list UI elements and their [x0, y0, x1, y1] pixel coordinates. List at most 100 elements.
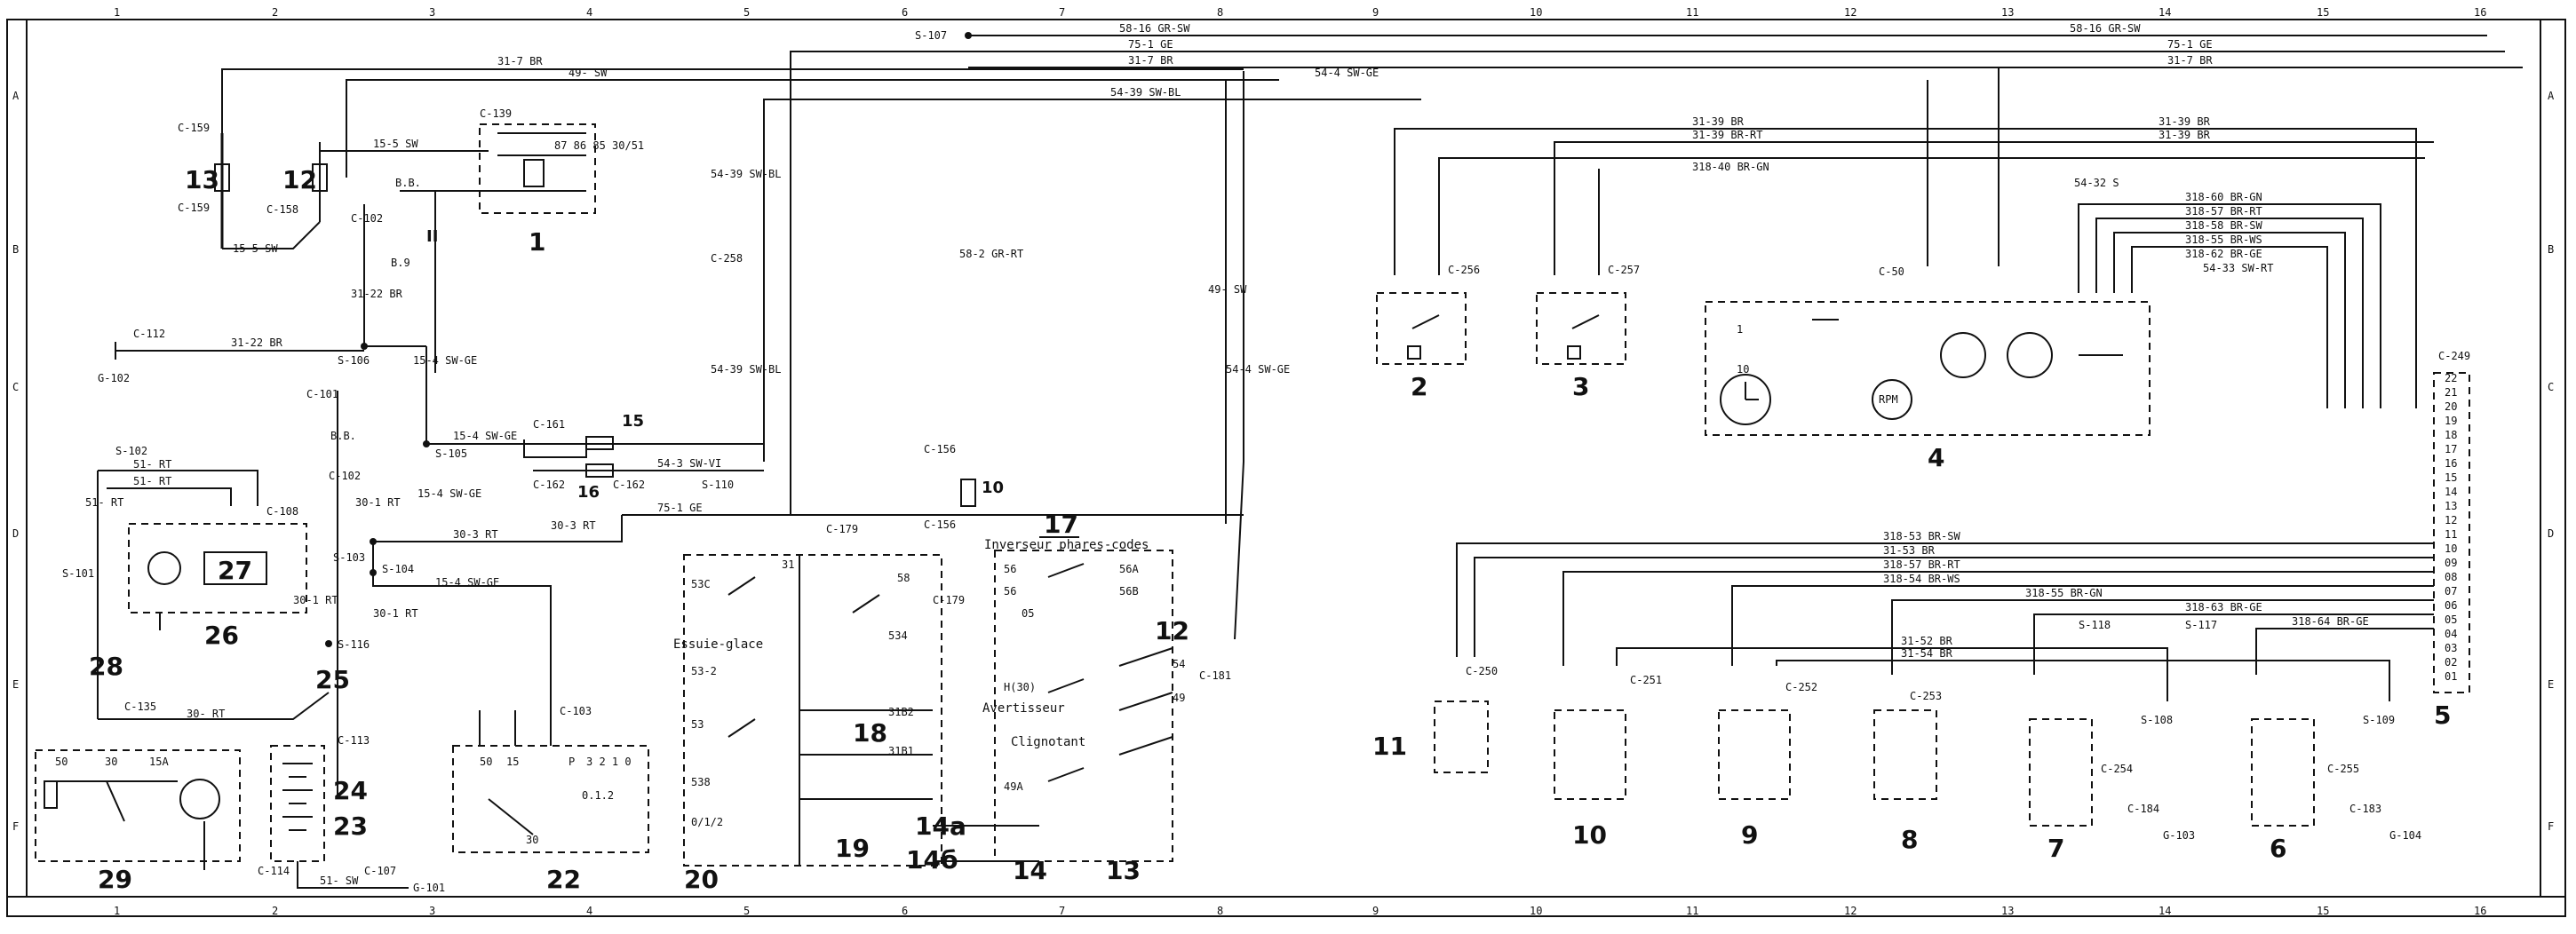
relay-box	[479, 123, 596, 214]
contact	[1118, 692, 1173, 711]
switch-3-box	[1536, 292, 1626, 365]
clock	[1720, 374, 1771, 425]
connector-label: C-103	[560, 705, 592, 717]
fuse-10-body	[960, 479, 976, 507]
wire-label: 54-4 SW-GE	[1226, 363, 1290, 376]
wire-label: 30-1 RT	[373, 607, 418, 620]
fuse-15-16: 15 16 C-161 C-162 C-162 54-3 SW-VI S-110…	[523, 168, 781, 502]
switch-box	[452, 745, 649, 853]
pin-label: 15	[506, 756, 519, 768]
connector-label: C-50	[1879, 265, 1904, 278]
connector-label: S-106	[338, 354, 370, 367]
pin-label: 01	[2445, 670, 2457, 683]
component-label: 19	[835, 834, 870, 863]
wire-label: 30- RT	[187, 708, 225, 720]
relay-coil	[523, 159, 545, 187]
connector-label: C-108	[266, 505, 298, 518]
wire	[1731, 585, 2434, 666]
switch-2-box	[1376, 292, 1467, 365]
col-label: 8	[1217, 905, 1223, 917]
wire	[372, 542, 552, 710]
pin-label: 10	[1737, 363, 1749, 376]
wire	[2078, 203, 2381, 408]
connector-label: C-250	[1466, 665, 1498, 677]
wire-label: 15-4 SW-GE	[413, 354, 477, 367]
wire-label: 30-1 RT	[293, 594, 338, 606]
connector-label: G-102	[98, 372, 130, 384]
frame	[6, 19, 2566, 917]
connector-label: C-102	[329, 470, 361, 482]
component-label: 10	[982, 479, 1004, 497]
connector-label: C-114	[258, 865, 290, 877]
pin-label: 0.1.2	[582, 789, 614, 802]
connector-label: C-159	[178, 202, 210, 214]
contact	[1118, 647, 1173, 667]
ignition-switch-22: 50 15 P 3 2 1 0 0.1.2 30 22 C-103	[452, 693, 649, 894]
pin-label: 05	[1022, 607, 1034, 620]
contact	[727, 576, 756, 596]
wire	[2113, 232, 2346, 408]
connector-label: C-158	[266, 203, 298, 216]
wire	[1234, 71, 1244, 640]
connector-box	[2433, 372, 2470, 693]
col-label: 14	[2159, 905, 2171, 917]
col-label: 2	[272, 6, 278, 19]
pin-label: 49A	[1004, 780, 1023, 793]
connector-label: C-251	[1630, 674, 1662, 686]
wire-label: 58-16 GR-SW	[2070, 22, 2141, 35]
wire-label: 318-55 BR-WS	[2185, 234, 2262, 246]
pin-label: 56A	[1119, 563, 1139, 575]
connector-label: C-256	[1448, 264, 1480, 276]
pin-label: 56B	[1119, 585, 1139, 598]
wire	[1394, 128, 2417, 408]
pin-label: 04	[2445, 628, 2457, 640]
contact	[488, 798, 534, 835]
wire-label: 318-63 BR-GE	[2185, 601, 2262, 613]
connector-label: C-113	[338, 734, 370, 747]
connector-label: C-112	[133, 328, 165, 340]
connector-label: C-156	[924, 443, 956, 455]
pin-label: 20	[2445, 400, 2457, 413]
connector-label: C-179	[826, 523, 858, 535]
col-label: 7	[1059, 905, 1065, 917]
wire-label: 31-54 BR	[1901, 647, 1953, 660]
wire-label: 318-55 BR-GN	[2025, 587, 2103, 599]
pin-label: 1	[1737, 323, 1743, 336]
component-label: 26	[204, 621, 239, 650]
connector-label: C-161	[533, 418, 565, 431]
component-label: 6	[2270, 834, 2286, 863]
col-label: 7	[1059, 6, 1065, 19]
component-label: 20	[684, 865, 719, 894]
col-label: 13	[2001, 6, 2014, 19]
switch-box	[994, 550, 1173, 862]
box	[128, 523, 307, 613]
wire-label: 15-4 SW-GE	[453, 430, 517, 442]
wire	[363, 204, 426, 347]
wire-label: 318-54 BR-WS	[1883, 573, 1960, 585]
connector-label: C-253	[1910, 690, 1942, 702]
pin-list: 22 21 20 19 18 17 16 15 14 13 12 11 10 0…	[2445, 372, 2457, 683]
component-label: 13	[1106, 856, 1141, 885]
motor-symbol	[147, 551, 181, 585]
connector-label: S-116	[338, 638, 370, 651]
contact	[106, 780, 125, 822]
wire	[373, 515, 623, 542]
component-label: 29	[98, 865, 132, 894]
pin-label: 18	[2445, 429, 2457, 441]
wire-label: 318-40 BR-GN	[1692, 161, 1769, 173]
grid-columns-top: 1 2 3 4 5 6 7 8 9 10 11 12 13 14 15 16	[114, 6, 2486, 19]
wire	[222, 221, 321, 249]
pin-label: 3 2 1 0	[586, 756, 632, 768]
connector-label: C-183	[2349, 803, 2381, 815]
wire-label: 31-7 BR	[2167, 54, 2213, 67]
col-label: 10	[1530, 6, 1542, 19]
wire-label: 31-39 BR	[2159, 115, 2211, 128]
col-label: 4	[586, 905, 592, 917]
connector-label: C-181	[1199, 669, 1231, 682]
connector-label: G-104	[2389, 829, 2421, 842]
col-label: 9	[1372, 6, 1379, 19]
row-label: D	[12, 527, 19, 540]
fuse-15	[585, 436, 614, 450]
pin-label: 13	[2445, 500, 2457, 512]
pin-label: 50	[55, 756, 68, 768]
